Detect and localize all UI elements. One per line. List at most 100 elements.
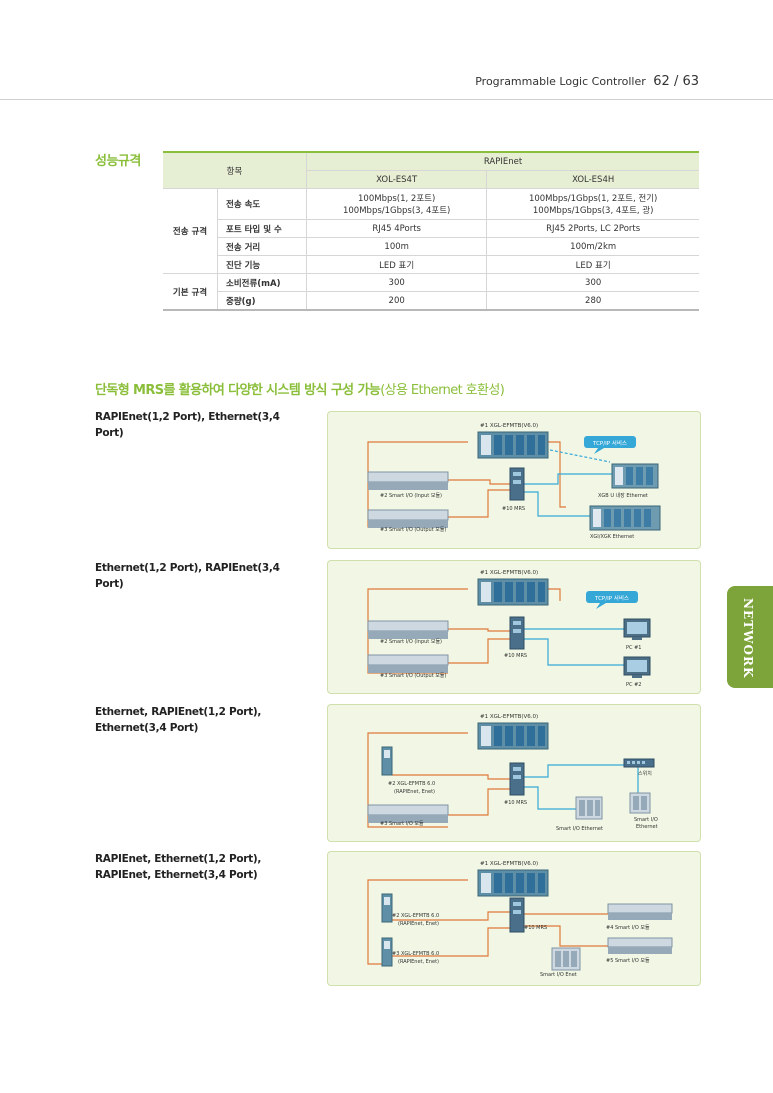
rapienet-line [392,911,510,921]
col-item-header: 항목 [163,151,307,189]
case-label-2: Ethernet(1,2 Port), RAPIEnet(3,4 Port) [95,560,305,592]
mid-device-label: Smart I/O Enet [540,972,577,978]
plc-rack-right-1 [611,463,659,489]
case-label-4: RAPIEnet, Ethernet(1,2 Port), RAPIEnet, … [95,851,305,883]
category-cell: 기본 규격 [163,273,218,311]
ethernet-line [524,764,624,778]
right-device-2-label: #5 Smart I/O 모듈 [606,958,650,964]
item-cell: 전송 속도 [217,188,307,220]
value-cell: 300 [486,273,699,292]
case-label-line: RAPIEnet(1,2 Port), Ethernet(3,4 Port) [95,411,280,439]
item-cell: 진단 기능 [217,255,307,274]
diagram-panel-1: #1 XGL-EFMTB(V6.0) TCP/IP 서비스 #2 Smart I… [327,411,701,549]
diagram-panel-3: #1 XGL-EFMTB(V6.0) #2 XGL-EFMTB 6.0 (RAP… [327,704,701,842]
network-diagram-2: #1 XGL-EFMTB(V6.0) TCP/IP 서비스 #2 Smart I… [367,570,651,688]
device-3-label: #3 Smart I/O (Output 모듈) [380,527,446,533]
case-label-line: RAPIEnet, Ethernet(1,2 Port), [95,853,262,865]
value-line: 100Mbps/1Gbps(3, 4포트) [342,206,451,216]
item-cell: 전송 거리 [217,237,307,256]
header-divider [0,99,773,100]
smart-io-ethernet-device-2 [629,792,651,814]
plc-rack-right-2 [589,505,661,531]
ethernet-links [524,628,624,666]
rapienet-line [367,732,468,828]
smart-io-device-3 [367,804,449,823]
spec-table: 항목 RAPIEnet XOL-ES4T XOL-ES4H 전송 규격 전송 속… [163,151,699,311]
item-cell: 포트 타입 및 수 [217,219,307,238]
device-3-sublabel: (RAPIEnet, Enet) [398,959,439,965]
ethernet-links [524,764,639,810]
item-cell: 소비전류(mA) [217,273,307,292]
main-plc-label: #1 XGL-EFMTB(V6.0) [480,861,538,867]
page-header: Programmable Logic Controller 62 / 63 [475,74,699,89]
device-2-label: #2 Smart I/O (Input 모듈) [380,639,442,645]
tcp-service-text: TCP/IP 서비스 [594,594,629,602]
ethernet-links [524,449,612,517]
value-line: 100Mbps(1, 2포트) [358,194,436,204]
mrs-switch [509,897,525,933]
value-cell: RJ45 2Ports, LC 2Ports [486,219,699,238]
value-cell: 100Mbps(1, 2포트) 100Mbps/1Gbps(3, 4포트) [306,188,488,220]
right-device-2-label: XGI/XGK Ethernet [590,534,634,540]
smart-io-device-2 [367,620,449,639]
rapienet-line [448,489,510,518]
plc-module-2 [381,893,393,923]
device-2-sublabel: (RAPIEnet, Enet) [398,921,439,927]
table-row: 전송 거리 100m 100m/2km [163,237,699,256]
plc-rack-main [477,431,549,459]
rapienet-line [448,628,510,632]
mrs-switch [509,467,525,501]
right-device-sublabel: Ethernet [636,824,658,830]
case-label-line: Ethernet(1,2 Port), RAPIEnet(3,4 Port) [95,562,280,590]
mrs-label: #10 MRS [504,800,527,806]
rapienet-line [392,927,510,957]
systems-subtitle: (상용 Ethernet 호환성) [380,383,505,398]
category-cell: 전송 규격 [163,188,218,274]
ethernet-line [524,491,590,517]
smart-io-ethernet-device [575,796,603,820]
item-cell: 중량(g) [217,291,307,311]
mrs-label: #10 MRS [524,925,547,931]
rapienet-line [392,774,510,780]
plc-rack-main [477,869,549,897]
value-cell: 300 [306,273,488,292]
case-label-1: RAPIEnet(1,2 Port), Ethernet(3,4 Port) [95,409,305,441]
value-cell: 100m [306,237,488,256]
device-3-label: #3 XGL-EFMTB 6.0 [392,951,439,957]
case-label-line: Ethernet(3,4 Port) [95,722,199,734]
network-diagram-1: #1 XGL-EFMTB(V6.0) TCP/IP 서비스 #2 Smart I… [367,423,661,540]
value-cell: 280 [486,291,699,311]
rapienet-line [524,925,608,947]
network-side-tab[interactable]: NETWORK [727,586,773,688]
diagram-panel-2: #1 XGL-EFMTB(V6.0) TCP/IP 서비스 #2 Smart I… [327,560,701,694]
device-2-sublabel: (RAPIEnet, Enet) [394,789,435,795]
switch-icon [623,758,655,768]
pc-2-label: PC #2 [626,682,641,688]
rapienet-line [448,638,510,664]
spec-header-row: 항목 RAPIEnet [163,151,699,189]
table-row: 중량(g) 200 280 [163,291,699,311]
pc-icon [623,656,651,678]
device-3-label: #3 Smart I/O (Output 모듈) [380,673,446,679]
mrs-switch [509,762,525,796]
table-row: 전송 규격 전송 속도 100Mbps(1, 2포트) 100Mbps/1Gbps… [163,188,699,274]
rapienet-line [367,879,468,965]
ethernet-line [524,638,624,666]
rapienet-line [548,588,561,601]
mrs-label: #10 MRS [504,653,527,659]
plc-rack-main [477,722,549,750]
pc-icon [623,618,651,640]
mrs-label: #10 MRS [502,506,525,512]
case-label-line: Ethernet, RAPIEnet(1,2 Port), [95,706,262,718]
device-3-label: #3 Smart I/O 모듈 [380,821,424,827]
spec-section-title: 성능규격 [95,154,141,169]
model-header-1: XOL-ES4T [306,170,488,189]
value-cell: LED 표기 [306,255,488,274]
rapienet-links [367,879,608,965]
side-tab-label: NETWORK [741,598,755,679]
mid-device-label: Smart I/O Ethernet [556,826,603,832]
main-plc-label: #1 XGL-EFMTB(V6.0) [480,714,538,720]
plc-rack-main [477,578,549,606]
smart-io-device-5 [607,937,673,954]
value-cell: LED 표기 [486,255,699,274]
